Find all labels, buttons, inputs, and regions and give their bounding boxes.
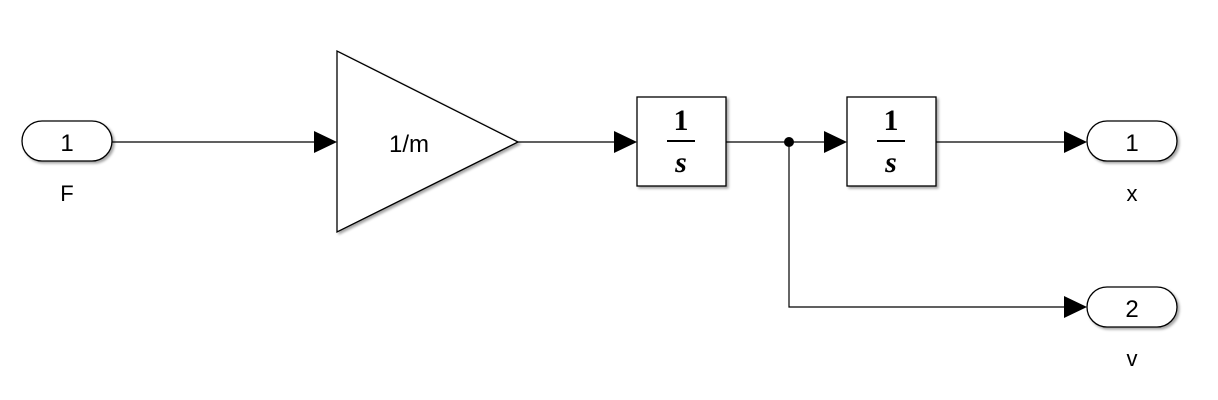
arrowhead-gain-input — [314, 131, 337, 153]
outport-x[interactable]: 1 x — [1086, 120, 1178, 206]
branch-point — [784, 137, 794, 147]
gain-label: 1/m — [389, 131, 429, 158]
inport-f-label: F — [60, 181, 73, 206]
outport-v-label: v — [1127, 346, 1138, 371]
integrator-block-1[interactable]: 1 s — [636, 96, 727, 187]
integrator-2-numerator: 1 — [884, 104, 899, 137]
arrowhead-outport-x — [1064, 131, 1087, 153]
inport-f-block[interactable] — [21, 120, 113, 162]
inport-f-number: 1 — [60, 130, 73, 157]
outport-x-block[interactable] — [1086, 120, 1178, 162]
gain-block[interactable]: 1/m — [336, 49, 520, 234]
integrator-1-denominator: s — [674, 146, 687, 179]
outport-v[interactable]: 2 v — [1086, 286, 1178, 371]
outport-x-label: x — [1127, 181, 1138, 206]
outport-v-number: 2 — [1125, 296, 1138, 323]
inport-f[interactable]: 1 F — [21, 120, 113, 206]
integrator-2-denominator: s — [884, 146, 897, 179]
outport-x-number: 1 — [1125, 130, 1138, 157]
integrator-block-2[interactable]: 1 s — [846, 96, 937, 187]
arrowhead-outport-v — [1064, 296, 1087, 318]
arrowhead-integrator1-input — [614, 131, 637, 153]
gain-triangle[interactable] — [336, 49, 520, 234]
arrowhead-integrator2-input — [824, 131, 847, 153]
outport-v-block[interactable] — [1086, 286, 1178, 328]
signal-line-branch-to-v[interactable] — [788, 142, 1068, 308]
integrator-1-numerator: 1 — [674, 104, 689, 137]
